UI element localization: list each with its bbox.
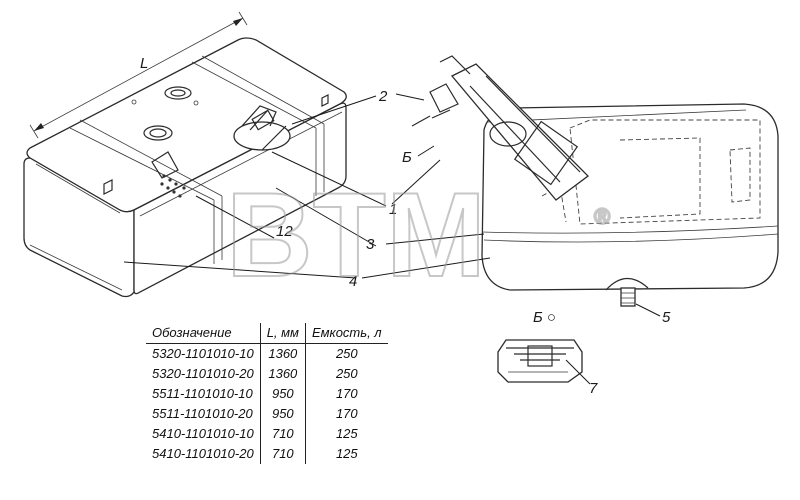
cell-designation: 5410-1101010-20 [146,444,261,464]
callout-2: 2 [378,88,388,105]
fuel-tank-side [411,55,779,307]
column-header-length: L, мм [260,323,306,344]
fuel-tank-iso [23,37,347,298]
table-row: 5511-1101010-20 950 170 [146,404,388,424]
detail-view-b: Б ○ [497,309,583,383]
table-row: 5410-1101010-20 710 125 [146,444,388,464]
cell-designation: 5320-1101010-20 [146,364,261,384]
spec-table: Обозначение L, мм Емкость, л 5320-110101… [146,323,388,464]
callout-1: 1 [389,201,397,218]
table-row: 5410-1101010-10 710 125 [146,424,388,444]
cell-designation: 5511-1101010-20 [146,404,261,424]
cell-length: 1360 [260,364,306,384]
dimension-L: L [29,11,248,139]
callout-4: 4 [349,273,357,290]
callout-12: 12 [276,223,293,240]
table-row: 5320-1101010-10 1360 250 [146,343,388,364]
cell-capacity: 170 [335,406,358,421]
cell-length: 950 [260,404,306,424]
callout-5: 5 [662,309,671,326]
cell-designation: 5511-1101010-10 [146,384,261,404]
cell-length: 710 [260,444,306,464]
watermark-text: BTM [226,168,486,302]
cell-capacity: 125 [335,426,358,441]
cell-capacity: 170 [335,386,358,401]
cell-capacity: 250 [335,366,358,381]
watermark-mark: ® [594,204,610,229]
callout-7: 7 [589,380,598,397]
callouts: 2 1 Б 3 4 12 5 7 [123,88,671,397]
cell-length: 710 [260,424,306,444]
cell-designation: 5320-1101010-10 [146,343,261,364]
cell-length: 1360 [260,343,306,364]
column-header-designation: Обозначение [146,323,261,344]
cell-designation: 5410-1101010-10 [146,424,261,444]
view-b-title: Б ○ [533,309,556,326]
column-header-capacity: Емкость, л [305,323,388,344]
table-header-row: Обозначение L, мм Емкость, л [146,323,388,344]
dimension-L-label: L [140,55,148,72]
cell-length: 950 [260,384,306,404]
table-row: 5320-1101010-20 1360 250 [146,364,388,384]
view-b-arrow: Б [402,149,412,166]
cell-capacity: 125 [335,446,358,461]
watermark: BTM ® [225,167,611,303]
cell-capacity: 250 [335,346,358,361]
table-row: 5511-1101010-10 950 170 [146,384,388,404]
callout-3: 3 [366,236,375,253]
